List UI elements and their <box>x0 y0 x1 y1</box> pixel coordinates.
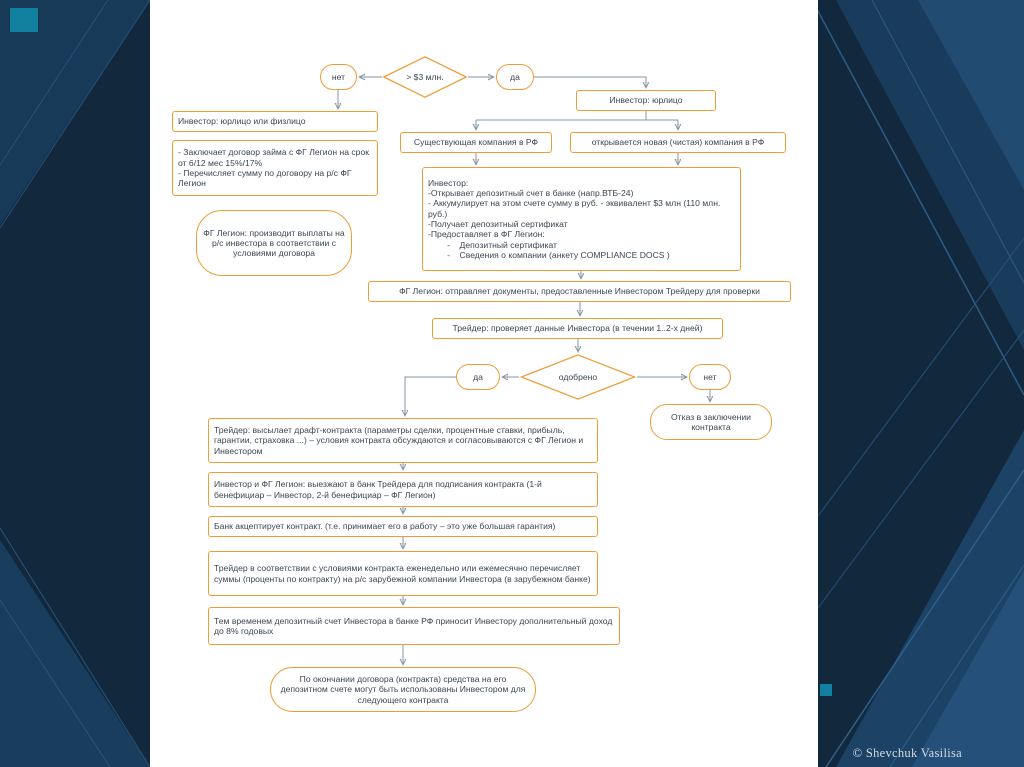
flow-node-bank-accept: Банк акцептирует контракт. (т.е. принима… <box>208 516 598 537</box>
slide: > $3 млн. нет да Инвестор: юрлицо Инвест… <box>150 0 818 767</box>
diamond-shape <box>382 56 468 98</box>
node-label: Инвестор и ФГ Легион: выезжают в банк Тр… <box>214 479 542 500</box>
node-label: нет <box>331 71 346 82</box>
node-label: да <box>510 71 520 82</box>
flow-node-no-1: нет <box>320 64 357 90</box>
node-label: Отказ в заключении контракта <box>671 411 751 432</box>
node-label: одобрено <box>558 371 598 382</box>
node-label: Инвестор: -Открывает депозитный счет в б… <box>428 177 721 260</box>
flow-node-signing: Инвестор и ФГ Легион: выезжают в банк Тр… <box>208 472 598 507</box>
flow-node-loan-terms: - Заключает договор займа с ФГ Легион на… <box>172 140 378 196</box>
flow-node-investor-any: Инвестор: юрлицо или физлицо <box>172 111 378 132</box>
flow-node-new-company: открывается новая (чистая) компания в РФ <box>570 132 786 153</box>
node-label: Банк акцептирует контракт. (т.е. принима… <box>214 521 556 532</box>
flow-node-draft-contract: Трейдер: высылает драфт-контракта (парам… <box>208 418 598 463</box>
flow-node-yes-1: да <box>496 64 534 90</box>
flow-node-deposit-income: Тем временем депозитный счет Инвестора в… <box>208 607 620 645</box>
node-label: Существующая компания в РФ <box>413 137 539 148</box>
flow-node-fgl-payments: ФГ Легион: производит выплаты на р/с инв… <box>196 210 352 276</box>
flow-node-trader-check: Трейдер: проверяет данные Инвестора (в т… <box>432 318 723 339</box>
flow-node-existing-company: Существующая компания в РФ <box>400 132 552 153</box>
node-label: Инвестор: юрлицо или физлицо <box>178 116 306 127</box>
node-label: > $3 млн. <box>406 71 444 82</box>
node-label: Трейдер в соответствии с условиями контр… <box>214 563 591 584</box>
node-label: По окончании договора (контракта) средст… <box>280 674 526 705</box>
flow-node-amount-check: > $3 млн. <box>382 56 468 98</box>
flow-node-fgl-send-docs: ФГ Легион: отправляет документы, предост… <box>368 281 791 302</box>
teal-accent-square-top-left <box>10 8 38 32</box>
flow-node-no-2: нет <box>689 364 731 390</box>
flow-node-investor-deposit: Инвестор: -Открывает депозитный счет в б… <box>422 167 741 271</box>
node-label: Тем временем депозитный счет Инвестора в… <box>214 615 613 636</box>
flow-node-refusal: Отказ в заключении контракта <box>650 404 772 440</box>
copyright-text: © Shevchuk Vasilisa <box>852 746 962 760</box>
node-label: Трейдер: высылает драфт-контракта (парам… <box>214 425 584 456</box>
teal-accent-square-bottom-right <box>820 684 832 696</box>
flow-node-trader-pays: Трейдер в соответствии с условиями контр… <box>208 551 598 596</box>
node-label: нет <box>703 371 717 382</box>
node-label: - Заключает договор займа с ФГ Легион на… <box>178 147 370 189</box>
node-label: да <box>473 371 483 382</box>
node-label: ФГ Легион: производит выплаты на р/с инв… <box>203 227 345 259</box>
node-label: Инвестор: юрлицо <box>609 95 683 106</box>
flow-node-investor-legal: Инвестор: юрлицо <box>576 90 716 111</box>
node-label: ФГ Легион: отправляет документы, предост… <box>399 286 760 297</box>
flow-node-final: По окончании договора (контракта) средст… <box>270 667 536 712</box>
diamond-shape <box>519 354 637 400</box>
node-label: открывается новая (чистая) компания в РФ <box>591 137 765 148</box>
node-label: Трейдер: проверяет данные Инвестора (в т… <box>452 323 703 334</box>
flow-node-yes-2: да <box>456 364 500 390</box>
flow-node-approved-check: одобрено <box>519 354 637 400</box>
